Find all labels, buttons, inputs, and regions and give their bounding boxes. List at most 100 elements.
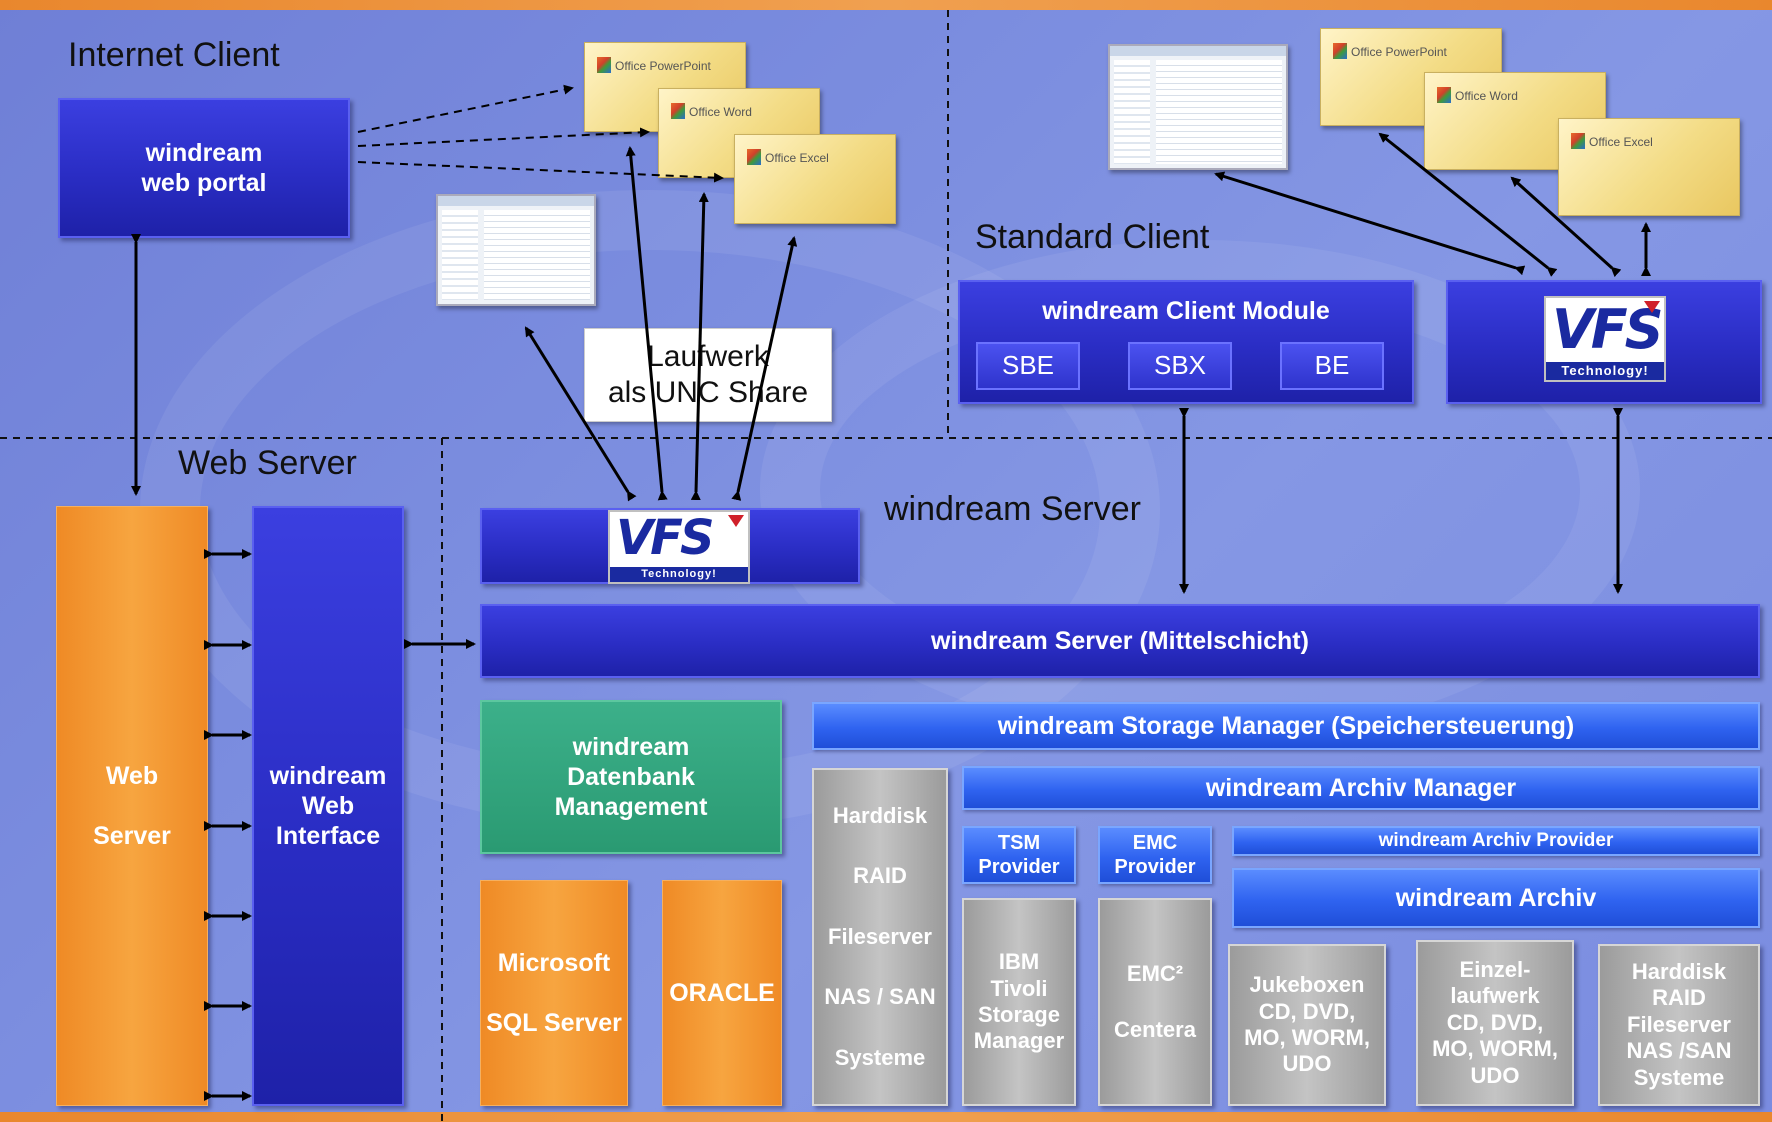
harddisk-line-4: NAS / SAN — [824, 984, 936, 1010]
webserver-interface-links — [204, 549, 252, 1101]
vfs-tagline-server: Technology! — [610, 567, 748, 582]
harddisk-archive-box: Harddisk RAID Fileserver NAS /SAN System… — [1598, 944, 1760, 1106]
archiv-manager-box: windream Archiv Manager — [962, 766, 1760, 810]
harddisk2-line-2: RAID — [1652, 985, 1706, 1011]
office-logo-icon — [671, 103, 685, 119]
harddisk2-line-3: Fileserver — [1627, 1011, 1731, 1037]
emc2-line-1: EMC² — [1126, 960, 1184, 986]
office-logo-icon — [1333, 43, 1347, 59]
mssql-line-1: Microsoft — [497, 949, 611, 977]
einzel-line-5: UDO — [1470, 1062, 1520, 1088]
harddisk-line-3: Fileserver — [828, 923, 932, 949]
harddisk-line-2: RAID — [853, 863, 907, 889]
vfs-technology-logo-server: VFS Technology! — [608, 510, 750, 584]
web-interface-line-1: windream — [269, 762, 387, 790]
tsm-line-1: TSM — [997, 832, 1041, 854]
arrow-vfs-word — [690, 192, 709, 501]
einzel-line-1: Einzel- — [1459, 957, 1531, 983]
oracle-box: ORACLE — [662, 880, 782, 1106]
web-server-box: Web Server — [56, 506, 208, 1106]
vfs-triangle-icon — [1644, 301, 1660, 313]
arrow-vfs-explorer — [524, 326, 637, 502]
web-server-line-2: Server — [93, 822, 171, 850]
harddisk-box: Harddisk RAID Fileserver NAS / SAN Syste… — [812, 768, 948, 1106]
emc2-centera-box: EMC² Centera — [1098, 898, 1212, 1106]
archiv-box: windream Archiv — [1232, 868, 1760, 928]
emc-line-2: Provider — [1114, 856, 1196, 878]
jukebox-box: Jukeboxen CD, DVD, MO, WORM, UDO — [1228, 944, 1386, 1106]
emc-provider-box: EMC Provider — [1098, 826, 1212, 884]
einzel-line-4: MO, WORM, — [1432, 1036, 1558, 1062]
excel-document-client-label: Office Excel — [1589, 135, 1653, 149]
vfs-triangle-icon-server — [728, 515, 744, 527]
excel-document: Office Excel — [734, 134, 896, 224]
emc-line-1: EMC — [1132, 832, 1178, 854]
jukebox-line-2: CD, DVD, — [1258, 998, 1356, 1024]
jukebox-line-1: Jukeboxen — [1249, 972, 1365, 998]
web-server-line-1: Web — [105, 762, 159, 790]
vfs-tagline: Technology! — [1546, 362, 1664, 380]
ibm-line-1: IBM — [998, 949, 1040, 975]
powerpoint-document-label: Office PowerPoint — [615, 59, 711, 73]
ibm-tivoli-box: IBM Tivoli Storage Manager — [962, 898, 1076, 1106]
vfs-technology-logo: VFS Technology! — [1544, 296, 1666, 382]
harddisk2-line-1: Harddisk — [1631, 959, 1727, 985]
mittelschicht-box: windream Server (Mittelschicht) — [480, 604, 1760, 678]
office-logo-icon — [597, 57, 611, 73]
ibm-line-3: Storage — [978, 1002, 1060, 1027]
tsm-provider-box: TSM Provider — [962, 826, 1076, 884]
emc2-line-2: Centera — [1114, 1017, 1196, 1042]
word-document-label: Office Word — [689, 105, 752, 119]
arrow-clientvfs-explorer — [1214, 171, 1526, 276]
arrow-portal-ppt — [357, 84, 574, 133]
storage-manager-box: windream Storage Manager (Speichersteuer… — [812, 702, 1760, 750]
web-interface-line-3: Interface — [275, 822, 381, 850]
harddisk2-line-4: NAS /SAN — [1626, 1038, 1732, 1064]
arrow-clientvfs-ppt — [1378, 132, 1558, 277]
harddisk-line-5: Systeme — [834, 1044, 926, 1070]
datenbank-line-1: windream — [572, 733, 690, 761]
arrow-vfs-excel — [731, 236, 798, 501]
ibm-line-2: Tivoli — [990, 975, 1048, 1001]
office-logo-icon — [1437, 87, 1451, 103]
einzel-laufwerk-box: Einzel- laufwerk CD, DVD, MO, WORM, UDO — [1416, 940, 1574, 1106]
mssql-box: Microsoft SQL Server — [480, 880, 628, 1106]
excel-document-client: Office Excel — [1558, 118, 1740, 216]
vfs-logo-text-server: VFS — [616, 510, 715, 566]
bottom-accent-bar — [0, 1112, 1772, 1122]
archiv-provider-box: windream Archiv Provider — [1232, 826, 1760, 856]
datenbank-line-2: Datenbank — [567, 763, 695, 791]
harddisk2-line-5: Systeme — [1633, 1064, 1725, 1090]
section-label-internet-client: Internet Client — [68, 36, 280, 74]
word-document-client-label: Office Word — [1455, 89, 1518, 103]
einzel-line-3: CD, DVD, — [1446, 1009, 1544, 1035]
arrow-clientvfs-word — [1510, 176, 1622, 278]
web-portal-box: windream web portal — [58, 98, 350, 238]
office-logo-icon — [1571, 133, 1585, 149]
section-label-web-server: Web Server — [178, 444, 357, 482]
top-accent-bar — [0, 0, 1772, 10]
mssql-line-2: SQL Server — [486, 1009, 622, 1037]
section-label-standard-client: Standard Client — [975, 218, 1210, 256]
excel-document-label: Office Excel — [765, 151, 829, 165]
harddisk-line-1: Harddisk — [832, 803, 928, 828]
arrow-portal-excel — [357, 161, 724, 183]
web-portal-line-1: windream — [145, 139, 263, 167]
ibm-line-4: Manager — [973, 1028, 1065, 1054]
powerpoint-document-client-label: Office PowerPoint — [1351, 45, 1447, 59]
arrow-portal-word — [357, 127, 650, 147]
explorer-screenshot — [436, 194, 596, 306]
arrow-vfs-ppt — [625, 146, 668, 501]
tsm-line-2: Provider — [978, 856, 1060, 878]
web-interface-line-2: Web — [301, 792, 355, 820]
office-logo-icon — [747, 149, 761, 165]
einzel-line-2: laufwerk — [1450, 983, 1540, 1009]
web-interface-box: windream Web Interface — [252, 506, 404, 1106]
client-module-title: windream Client Module — [1042, 297, 1330, 325]
explorer-screenshot-client — [1108, 44, 1288, 170]
jukebox-line-3: MO, WORM, — [1244, 1025, 1370, 1050]
client-sub-sbx: SBX — [1128, 342, 1232, 390]
datenbank-box: windream Datenbank Management — [480, 700, 782, 854]
